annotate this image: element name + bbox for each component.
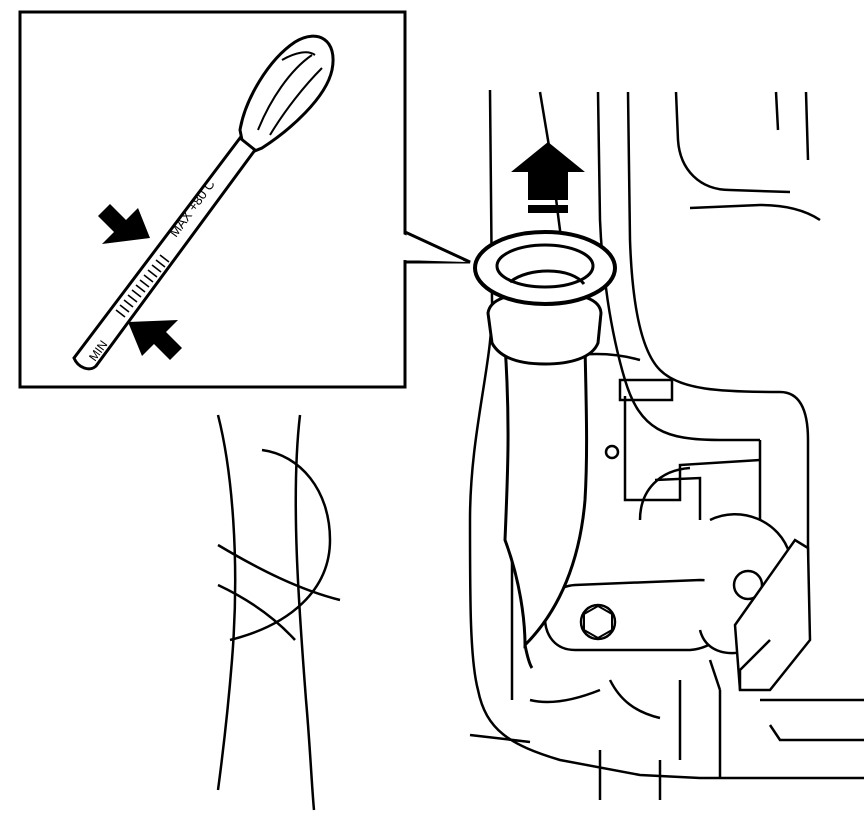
engine-hoses-left — [216, 414, 341, 811]
dipstick-blade — [72, 135, 258, 371]
dipstick-tube — [473, 230, 617, 669]
dipstick-handle — [238, 34, 335, 158]
pull-up-arrow-icon — [511, 142, 585, 213]
bolt-head — [583, 604, 613, 640]
inset-callout — [18, 10, 471, 389]
dipstick-graduation-marks — [115, 254, 170, 318]
max-level-arrow-icon — [98, 204, 150, 244]
min-level-arrow-icon — [128, 320, 182, 360]
